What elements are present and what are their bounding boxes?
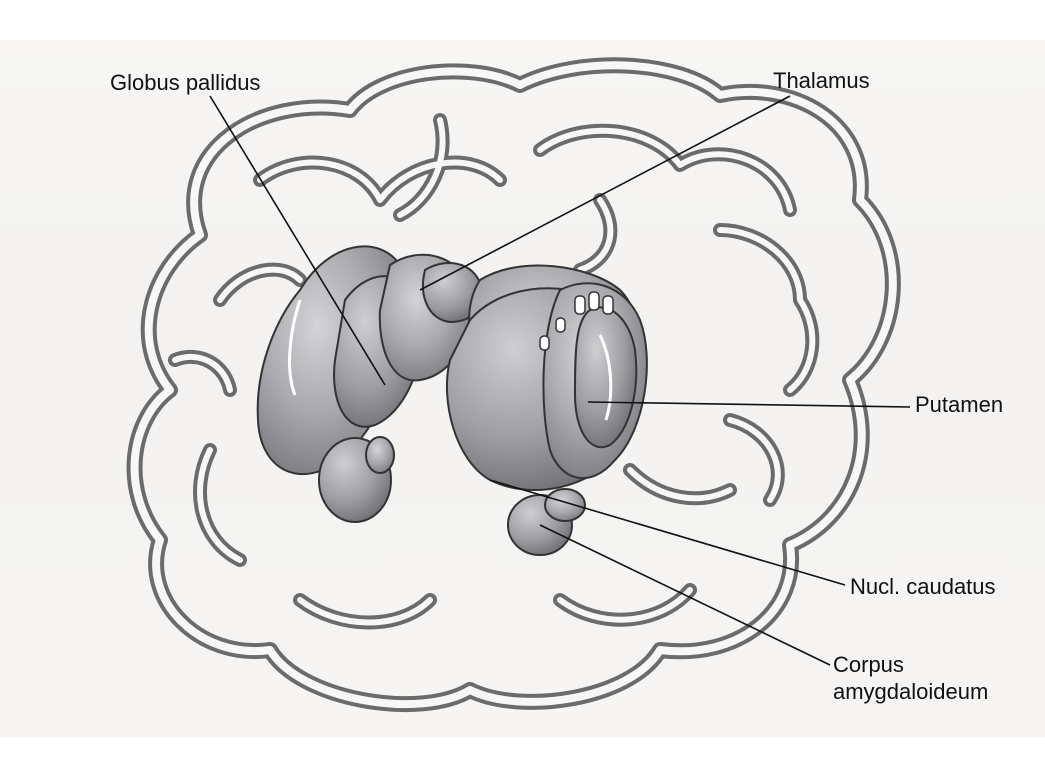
label-globus-pallidus: Globus pallidus <box>110 70 260 96</box>
right-basal-ganglia <box>447 266 647 555</box>
label-amygdaloideum: amygdaloideum <box>833 679 988 705</box>
label-thalamus: Thalamus <box>773 68 870 94</box>
label-corpus: Corpus <box>833 652 904 678</box>
label-putamen: Putamen <box>915 392 1003 418</box>
label-nucl-caudatus: Nucl. caudatus <box>850 574 996 600</box>
